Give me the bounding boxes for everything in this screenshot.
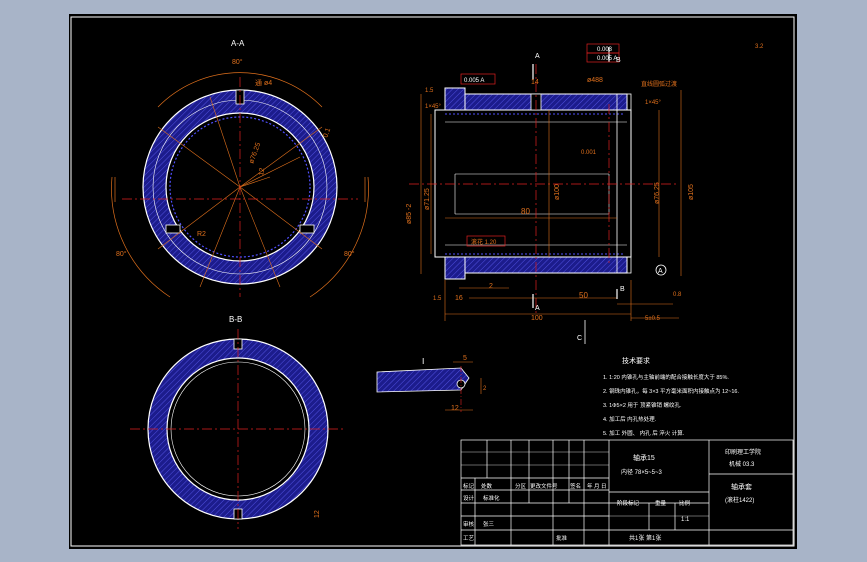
title-block-text: 轴承15 内径 78×5~5~3 印刷理工学院 机械 03.3 轴承套 (滚柱1… bbox=[463, 448, 761, 542]
datum-a-letter: A bbox=[658, 268, 663, 275]
svg-text:5±0.5: 5±0.5 bbox=[645, 316, 661, 322]
note-line-4: 4. 加工后 内孔热处理. bbox=[603, 415, 657, 423]
dim-12: 12 bbox=[258, 167, 266, 176]
svg-text:审核: 审核 bbox=[463, 520, 475, 528]
tol-runout: 0.005 A bbox=[597, 56, 617, 62]
notes-title: 技术要求 bbox=[622, 356, 650, 365]
note-line-2: 2. 钢珠内锥孔，每 3×3 平方毫米面积内接触点为 12~16. bbox=[603, 387, 739, 395]
svg-text:批准: 批准 bbox=[556, 534, 568, 542]
svg-text:A: A bbox=[535, 305, 540, 312]
svg-text:3.2: 3.2 bbox=[755, 44, 764, 50]
detail-dim-2: 2 bbox=[483, 386, 487, 392]
detail-dim-12: 12 bbox=[451, 405, 459, 412]
section-aa-view bbox=[111, 72, 369, 298]
dim-radius-small: 0.1 bbox=[322, 127, 332, 139]
svg-text:1:1: 1:1 bbox=[681, 517, 690, 523]
svg-text:80: 80 bbox=[521, 207, 530, 216]
tolerance-frames bbox=[460, 43, 620, 247]
svg-text:工艺: 工艺 bbox=[463, 535, 475, 542]
svg-text:100: 100 bbox=[531, 315, 543, 322]
svg-text:50: 50 bbox=[579, 291, 588, 300]
svg-text:标准化: 标准化 bbox=[483, 494, 500, 502]
dim-bb-12: 12 bbox=[314, 510, 321, 518]
svg-text:ø488: ø488 bbox=[587, 77, 603, 84]
svg-text:C: C bbox=[577, 335, 582, 342]
dim-angle-top: 80° bbox=[232, 58, 243, 66]
note-line-5: 5. 加工 外圆、 内孔 后 淬火 计算. bbox=[603, 429, 685, 437]
svg-text:签名: 签名 bbox=[570, 482, 581, 490]
svg-text:分区: 分区 bbox=[515, 482, 527, 490]
tol-roundness: 0.003 bbox=[597, 47, 613, 53]
svg-text:B: B bbox=[620, 286, 625, 293]
svg-text:ø71.25: ø71.25 bbox=[424, 188, 431, 210]
svg-text:14: 14 bbox=[531, 79, 539, 86]
svg-text:ø76.25: ø76.25 bbox=[654, 182, 661, 204]
section-bb-view bbox=[130, 329, 346, 529]
svg-text:共1张 第1张: 共1张 第1张 bbox=[629, 534, 661, 542]
main-section-view bbox=[409, 47, 682, 344]
title-block bbox=[460, 439, 794, 546]
svg-text:轴承套: 轴承套 bbox=[731, 482, 752, 491]
svg-text:比例: 比例 bbox=[679, 499, 691, 507]
svg-text:16: 16 bbox=[455, 295, 463, 302]
svg-text:更改文件号: 更改文件号 bbox=[530, 482, 558, 490]
svg-text:直线圆弧过渡: 直线圆弧过渡 bbox=[641, 80, 677, 88]
svg-text:处数: 处数 bbox=[481, 482, 493, 490]
svg-text:1×45°: 1×45° bbox=[645, 100, 662, 106]
note-line-1: 1. 1:20 内锥孔与主轴前端的配合接触长度大于 85%. bbox=[603, 373, 729, 381]
dim-angle-right: 80° bbox=[344, 250, 355, 258]
svg-text:印刷理工学院: 印刷理工学院 bbox=[725, 448, 761, 456]
detail-i-view bbox=[376, 361, 482, 412]
detail-dim-5: 5 bbox=[463, 355, 467, 362]
svg-text:2: 2 bbox=[489, 283, 493, 290]
svg-text:0.001: 0.001 bbox=[581, 150, 597, 156]
datum-a-marker bbox=[655, 264, 667, 276]
svg-text:ø100: ø100 bbox=[554, 184, 561, 200]
svg-text:(滚柱1422): (滚柱1422) bbox=[725, 496, 754, 504]
svg-text:ø85 -2: ø85 -2 bbox=[406, 204, 413, 224]
dim-angle-left: 80° bbox=[116, 250, 127, 258]
detail-i-label: Ⅰ bbox=[422, 357, 424, 366]
svg-text:滚花 1.20: 滚花 1.20 bbox=[471, 238, 497, 246]
svg-text:1.5: 1.5 bbox=[433, 296, 442, 302]
dim-r2: R2 bbox=[197, 231, 206, 238]
svg-text:内径 78×5~5~3: 内径 78×5~5~3 bbox=[621, 468, 663, 476]
svg-text:张三: 张三 bbox=[483, 520, 495, 528]
section-aa-label: A-A bbox=[231, 39, 245, 48]
note-line-3: 3. 1Φ5×2 用于 顶紧锥销 螺纹孔. bbox=[603, 401, 682, 409]
svg-text:轴承15: 轴承15 bbox=[633, 453, 655, 462]
cad-viewport[interactable]: A-A 80° 80° 80° 通 ø4 ø76.25 0.1 12 R2 B-… bbox=[69, 14, 797, 549]
svg-text:ø105: ø105 bbox=[688, 184, 695, 200]
svg-text:0.8: 0.8 bbox=[673, 292, 682, 298]
svg-text:1×45°: 1×45° bbox=[425, 104, 442, 110]
tol-parallel: 0.005 A bbox=[464, 78, 484, 84]
svg-text:A: A bbox=[535, 53, 540, 60]
svg-text:标记: 标记 bbox=[463, 482, 475, 490]
svg-text:机械 03.3: 机械 03.3 bbox=[729, 460, 755, 468]
svg-text:重量: 重量 bbox=[655, 499, 667, 507]
svg-text:B: B bbox=[616, 57, 621, 64]
svg-text:阶段标记: 阶段标记 bbox=[617, 499, 640, 507]
sheet-border bbox=[70, 16, 795, 547]
svg-text:设计: 设计 bbox=[463, 494, 475, 502]
main-dim-labels: A B A B C 14 ø488 直线圆弧过渡 1.5 1×45° 1×45°… bbox=[406, 44, 764, 342]
dim-hole-dia: 通 ø4 bbox=[255, 78, 272, 87]
svg-text:1.5: 1.5 bbox=[425, 88, 434, 94]
svg-text:年 月 日: 年 月 日 bbox=[587, 482, 607, 490]
section-bb-label: B-B bbox=[229, 315, 242, 324]
drawing-canvas: A-A 80° 80° 80° 通 ø4 ø76.25 0.1 12 R2 B-… bbox=[70, 16, 795, 547]
